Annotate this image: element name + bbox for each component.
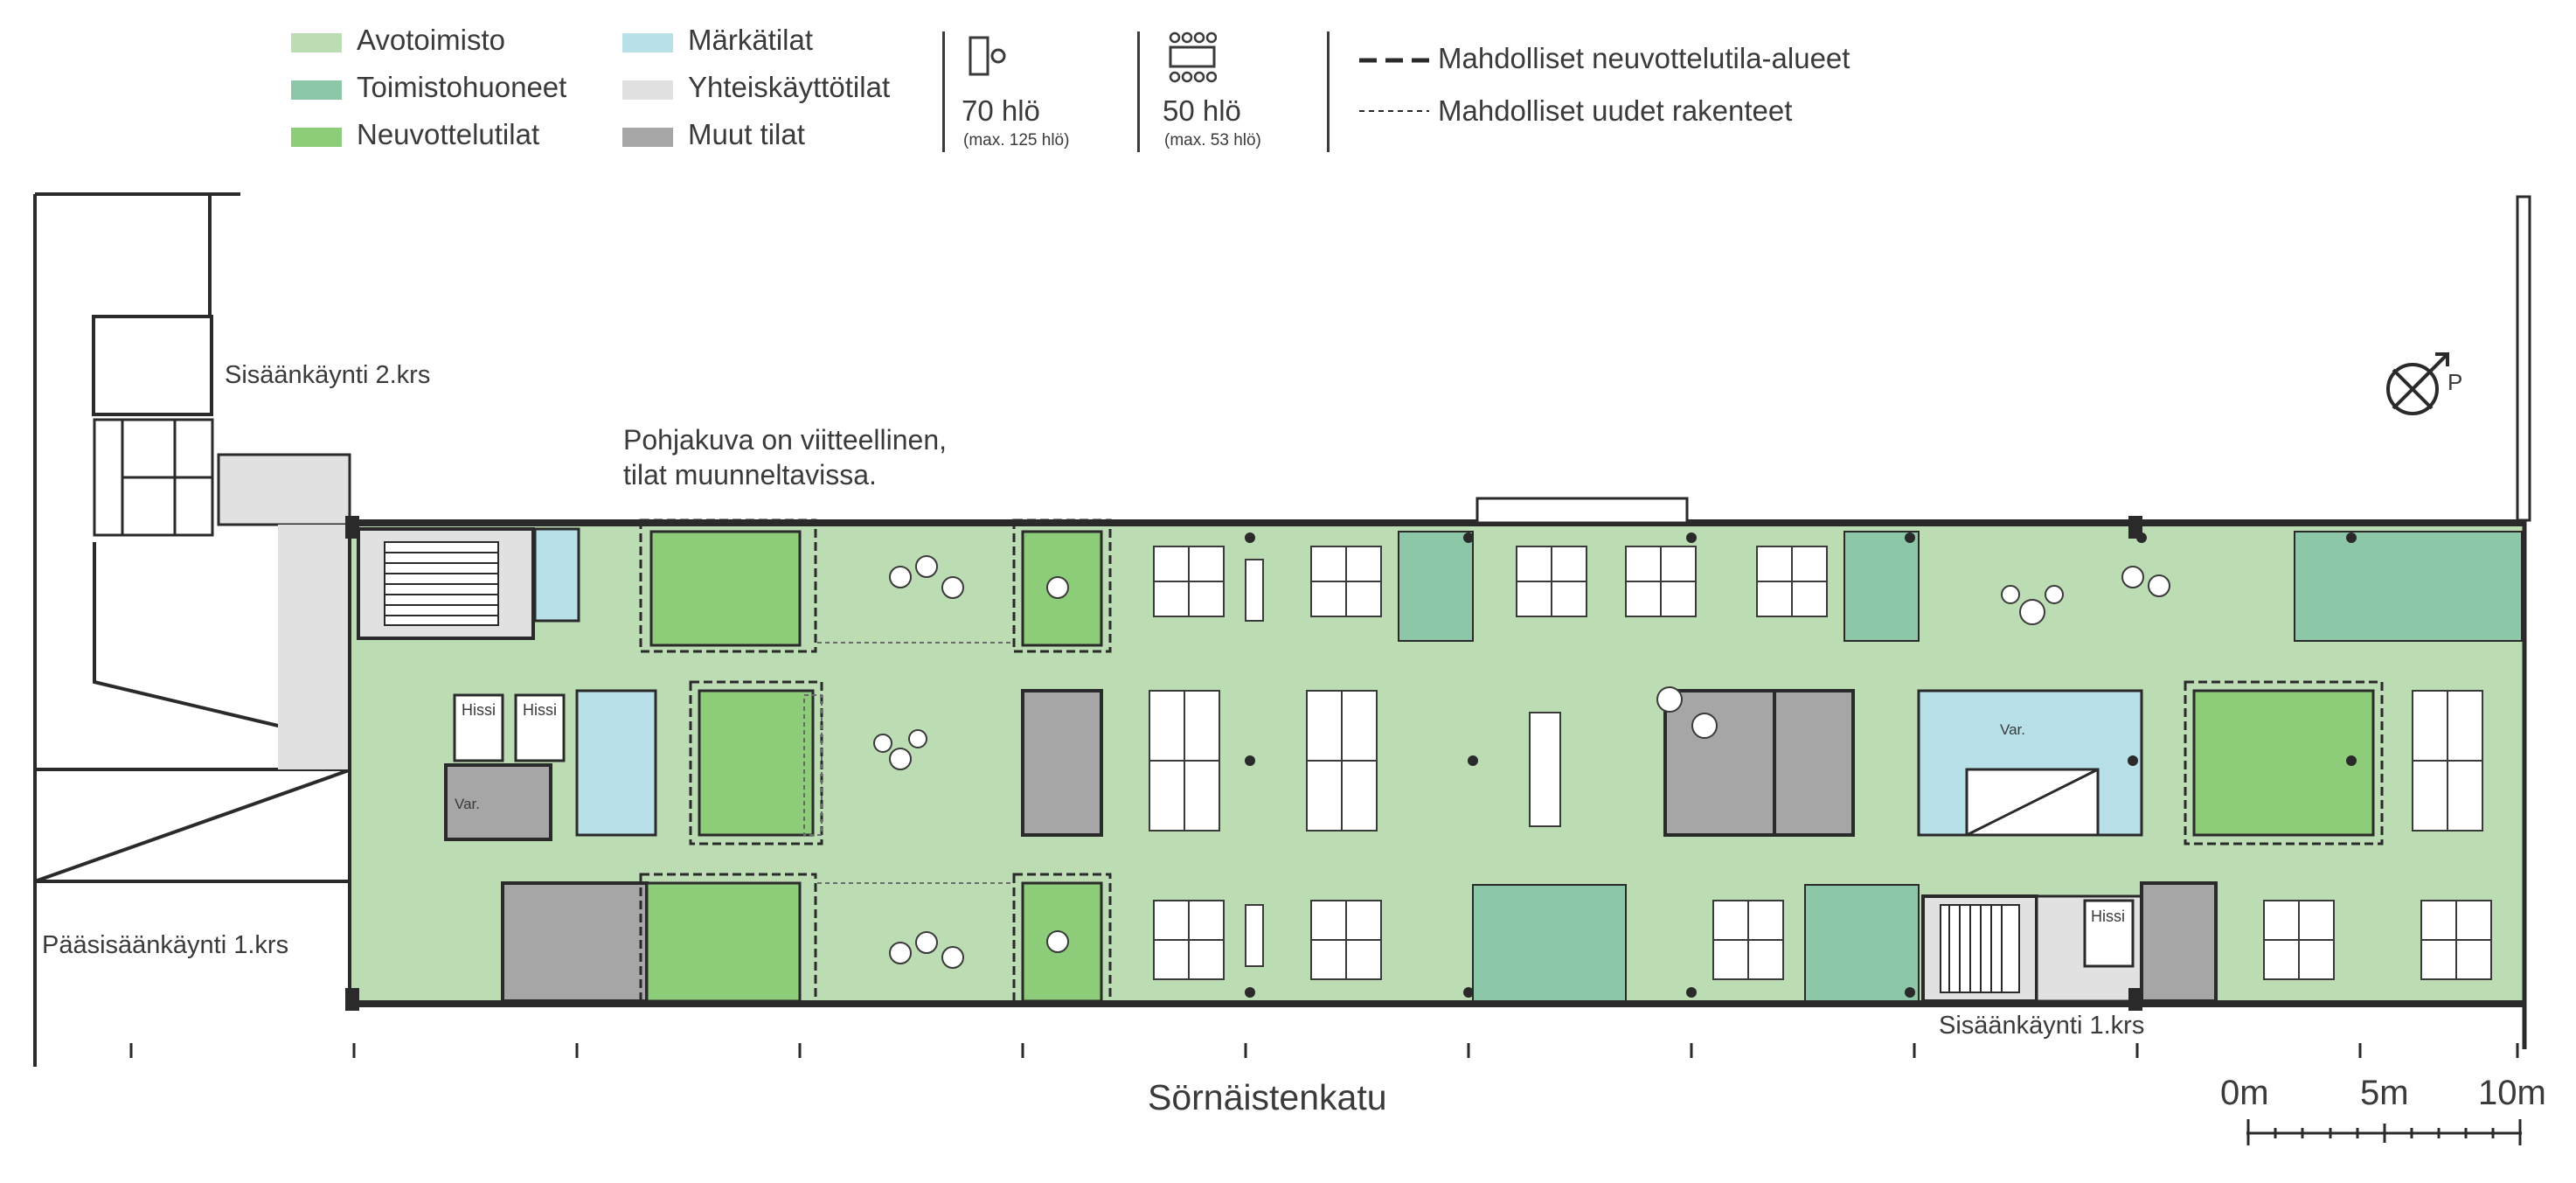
legend-swatch-neuvottelutilat xyxy=(291,128,342,147)
entrance-lobby xyxy=(278,525,357,769)
plan-note-line2: tilat muunneltavissa. xyxy=(623,459,877,491)
entrance-2krs-label: Sisäänkäynti 2.krs xyxy=(225,361,431,389)
storage-label: Var. xyxy=(455,796,480,812)
legend-swatch-yhteiskayttotilat xyxy=(622,80,673,100)
legend-label-avotoimisto: Avotoimisto xyxy=(357,24,505,56)
desk-icon xyxy=(969,36,1006,76)
desk-capacity: 70 hlö xyxy=(962,94,1040,127)
grid-markers xyxy=(129,1043,2519,1058)
possible-meeting-areas xyxy=(639,518,2384,1007)
scale-label-10: 10m xyxy=(2478,1074,2546,1112)
scale-bar xyxy=(2246,1119,2522,1145)
legend-swatch-markatilat xyxy=(622,33,673,52)
legend-label-neuvottelutila-alueet: Mahdolliset neuvottelutila-alueet xyxy=(1438,42,1850,74)
annex-corridor xyxy=(217,453,351,526)
lounge-furniture xyxy=(873,555,2170,969)
entrance-1krs-label: Sisäänkäynti 1.krs xyxy=(1939,1012,2145,1040)
other-spaces xyxy=(444,689,2218,1003)
desk-capacity-max: (max. 125 hlö) xyxy=(963,131,1070,150)
elevator-label: Hissi xyxy=(523,701,557,719)
legend-label-markatilat: Märkätilat xyxy=(688,24,814,56)
annex-restrooms xyxy=(93,418,214,537)
workstations xyxy=(1149,546,2492,980)
heavy-dashed-line-icon xyxy=(1359,58,1429,63)
legend-swatch-muut-tilat xyxy=(622,128,673,147)
street-label: Sörnäistenkatu xyxy=(1148,1077,1387,1117)
meeting-capacity-max: (max. 53 hlö) xyxy=(1164,131,1261,150)
legend-swatch-avotoimisto xyxy=(291,33,342,52)
elevators xyxy=(453,693,2135,968)
scale-label-5: 5m xyxy=(2360,1074,2409,1112)
meeting-table-icon xyxy=(1169,31,1217,83)
legend-label-neuvottelutilat: Neuvottelutilat xyxy=(357,118,540,150)
legend-label-muut-tilat: Muut tilat xyxy=(688,118,805,150)
possible-new-structures xyxy=(803,642,1014,884)
scale-label-0: 0m xyxy=(2220,1074,2269,1112)
main-entrance-label: Pääsisäänkäynti 1.krs xyxy=(42,931,289,959)
legend-label-uudet-rakenteet: Mahdolliset uudet rakenteet xyxy=(1438,94,1793,127)
meeting-rooms xyxy=(645,530,2375,1003)
columns xyxy=(345,516,2357,1011)
north-label: P xyxy=(2448,369,2463,395)
meeting-capacity: 50 hlö xyxy=(1163,94,1241,127)
legend-label-yhteiskayttotilat: Yhteiskäyttötilat xyxy=(688,71,891,103)
elevator-label: Hissi xyxy=(2091,908,2125,925)
legend-divider xyxy=(1137,31,1140,152)
legend-label-toimistohuoneet: Toimistohuoneet xyxy=(357,71,567,103)
legend-divider xyxy=(1327,31,1330,152)
storage-label: Var. xyxy=(2000,721,2025,738)
elevator-label: Hissi xyxy=(462,701,496,719)
office-rooms xyxy=(1398,531,2523,1002)
legend-swatch-toimistohuoneet xyxy=(291,80,342,100)
legend-divider xyxy=(942,31,945,152)
stair-treads xyxy=(385,552,2003,992)
plan-note-line1: Pohjakuva on viitteellinen, xyxy=(623,424,948,456)
thin-dashed-line-icon xyxy=(1359,110,1429,112)
north-arrow-icon xyxy=(2386,352,2449,415)
